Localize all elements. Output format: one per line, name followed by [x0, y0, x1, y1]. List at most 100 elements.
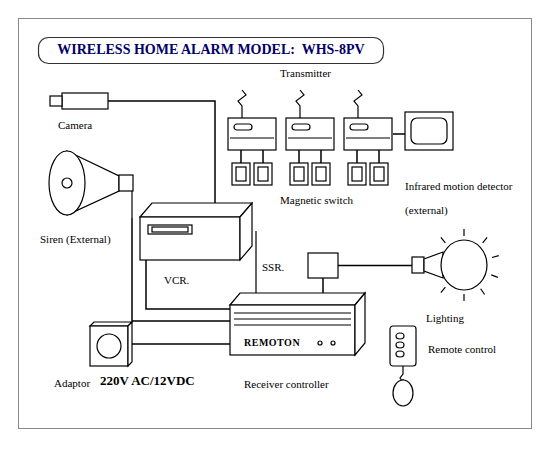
- component-label: Adaptor: [54, 376, 90, 390]
- transmitter-box: [344, 118, 392, 150]
- component-label: Transmitter: [280, 66, 331, 80]
- magnetic-switch: Magnetic switch: [228, 163, 393, 185]
- vcr-top: [140, 203, 252, 217]
- detector-lens: [411, 118, 447, 144]
- brand-label: REMOTON: [244, 336, 300, 350]
- motion-detector-drawing: [405, 112, 453, 150]
- light-ray: [441, 287, 445, 292]
- tape-slot: [148, 225, 192, 234]
- magnet-inner: [294, 167, 304, 181]
- light-ray: [441, 237, 445, 242]
- transmitter-seam: [346, 137, 390, 138]
- wire: [132, 343, 230, 345]
- siren-driver: [119, 175, 133, 191]
- component-label: Receiver controller: [244, 377, 329, 391]
- wire: [146, 260, 230, 309]
- light-ray: [463, 294, 464, 301]
- wire: [108, 101, 215, 203]
- component-label: Infrared motion detector (external): [405, 174, 530, 222]
- power-adaptor: Adaptor: [90, 322, 132, 366]
- transmitter-window: [234, 124, 252, 130]
- rating-label: 220V AC/12VDC: [100, 373, 195, 389]
- vcr-side: [240, 203, 252, 260]
- ssr-relay-drawing: [308, 253, 338, 278]
- lamp-neck: [424, 252, 443, 278]
- magnetic-switch-drawing: [228, 163, 393, 185]
- magnet-inner: [316, 167, 326, 181]
- receiver-antenna: [255, 231, 256, 293]
- transmitter-box: [286, 118, 334, 150]
- title-frame: [39, 38, 384, 64]
- indicator-led: [318, 341, 322, 345]
- receiver-front: [230, 305, 355, 355]
- component-label: Siren (External): [40, 232, 111, 246]
- adaptor-top: [90, 322, 132, 326]
- vcr-unit: VCR.: [140, 203, 252, 260]
- camera-unit: Camera: [50, 92, 108, 110]
- antenna: [354, 90, 362, 118]
- light-ray: [463, 229, 464, 236]
- wire: [393, 133, 405, 135]
- magnet-block: [232, 163, 250, 185]
- magnet-inner: [236, 167, 246, 181]
- detector-housing: [405, 112, 453, 150]
- wire: [241, 150, 379, 163]
- component-label: Lighting: [426, 311, 464, 325]
- light-ray: [483, 237, 487, 242]
- light-ray: [491, 275, 498, 277]
- indicator-led: [331, 341, 335, 345]
- wire: [322, 278, 324, 293]
- remote-control: Remote control: [390, 326, 416, 366]
- magnet-inner: [258, 167, 268, 181]
- magnet-block: [348, 163, 366, 185]
- vcr-front: [140, 217, 240, 260]
- camera-body: [62, 93, 108, 109]
- outer-border: [19, 19, 532, 429]
- remote-button: [396, 333, 404, 339]
- siren-unit: Siren (External): [45, 148, 137, 218]
- adaptor-plug-face: [97, 334, 121, 358]
- remote-button: [396, 342, 404, 348]
- component-label: Camera: [58, 118, 92, 132]
- transmitter-seam: [230, 137, 274, 138]
- vent-ridge: [234, 312, 351, 313]
- magnet-block: [254, 163, 272, 185]
- component-label: SSR.: [262, 260, 284, 274]
- transmitter-window: [292, 124, 310, 130]
- ssr-relay: SSR.: [308, 253, 338, 278]
- transmitter-window: [350, 124, 368, 130]
- tape-door: [152, 227, 188, 232]
- lighting-lamp: Lighting: [412, 238, 492, 302]
- siren-center: [62, 178, 72, 188]
- lighting-lamp-drawing: [412, 238, 492, 302]
- camera-lens: [50, 96, 62, 106]
- magnet-inner: [352, 167, 362, 181]
- transmitter-box: [228, 118, 276, 150]
- lamp-bulb: [441, 240, 487, 290]
- diagram-title: WIRELESS HOME ALARM MODEL: WHS-8PV: [57, 41, 364, 59]
- antenna: [238, 90, 246, 118]
- power-adaptor-drawing: [90, 322, 132, 366]
- receiver-top: [230, 293, 365, 305]
- magnet-block: [312, 163, 330, 185]
- component-label: VCR.: [164, 273, 189, 287]
- adaptor-front: [90, 326, 128, 366]
- magnet-inner: [374, 167, 384, 181]
- key-fob: [393, 380, 413, 406]
- wire: [338, 265, 412, 267]
- transmitter-unit: Transmitter: [228, 118, 393, 150]
- remote-body: [390, 326, 416, 366]
- vent-ridge: [234, 318, 351, 319]
- motion-detector: Infrared motion detector (external): [405, 112, 453, 150]
- adaptor-side: [128, 322, 132, 366]
- receiver-side: [355, 293, 365, 355]
- remote-button: [396, 351, 404, 357]
- component-label: Remote control: [428, 342, 496, 356]
- vcr-unit-drawing: [140, 203, 252, 260]
- siren-unit-drawing: [45, 148, 137, 218]
- antenna: [296, 90, 304, 118]
- magnet-block: [370, 163, 388, 185]
- magnet-block: [290, 163, 308, 185]
- remote-control-drawing: [390, 326, 416, 366]
